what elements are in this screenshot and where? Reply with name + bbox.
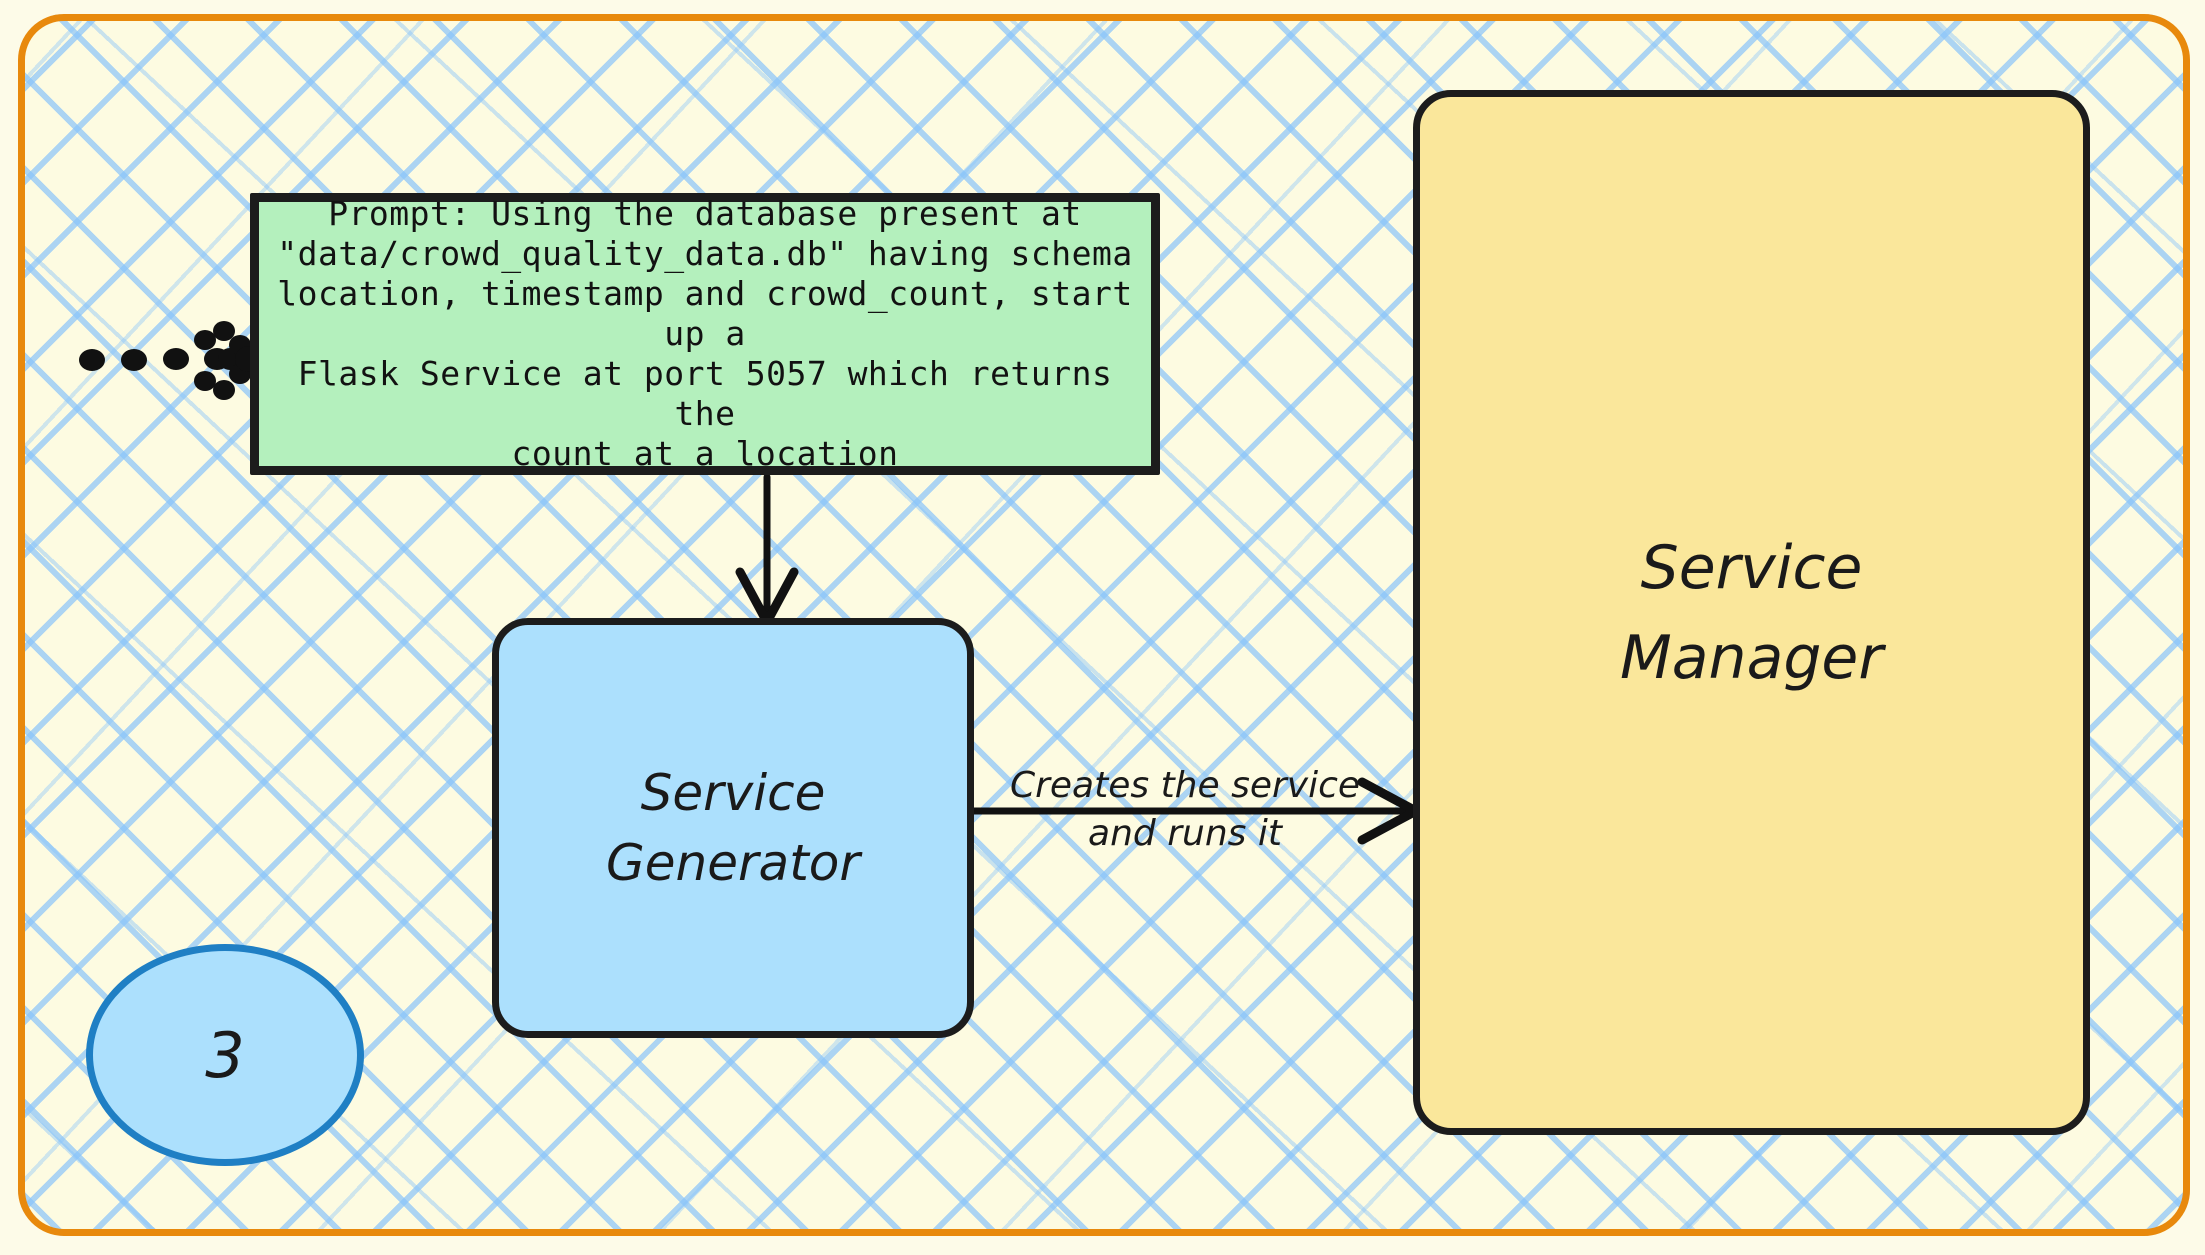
step-badge[interactable]: 3 [86,944,364,1166]
node-prompt-label: Prompt: Using the database present at "d… [277,194,1133,473]
node-service-generator[interactable]: Service Generator [492,618,974,1038]
node-prompt[interactable]: Prompt: Using the database present at "d… [250,193,1160,475]
node-service-generator-label: Service Generator [606,764,860,892]
step-badge-label: 3 [205,1018,245,1092]
node-service-manager-label: Service Manager [1620,532,1883,693]
node-service-manager[interactable]: Service Manager [1413,90,2090,1135]
